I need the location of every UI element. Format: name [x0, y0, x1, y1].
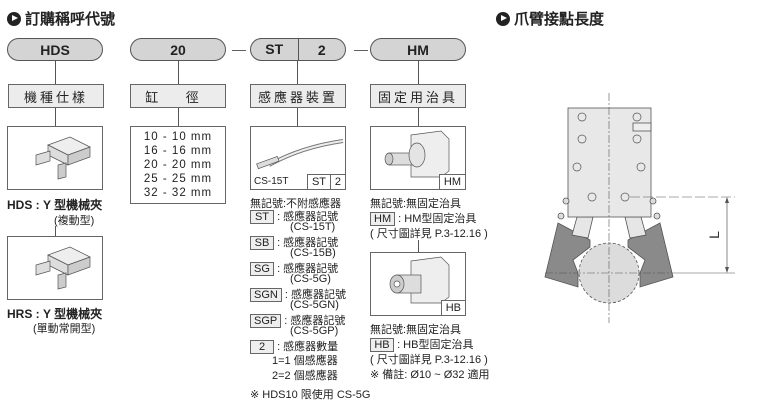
option-code: ST	[250, 210, 274, 224]
mounting-holes	[572, 112, 646, 202]
fixture-none: 無記號:無固定治具	[370, 198, 462, 210]
option-model: (CS-15T)	[290, 221, 336, 233]
bore-list: 10 - 10 mm 16 - 16 mm 20 - 20 mm 25 - 25…	[130, 126, 226, 204]
hrs-image	[7, 236, 103, 300]
model-sub: (複動型)	[54, 215, 95, 227]
qty-option: 2=2 個感應器	[272, 370, 338, 382]
hm-image: HM	[370, 126, 466, 190]
fixture-label: 固定用治具	[370, 84, 466, 108]
separator: —	[354, 41, 368, 57]
option-model: (CS-5G)	[290, 273, 331, 285]
hb-fixture-icon	[389, 256, 450, 304]
fixture-none: 無記號:無固定治具	[370, 324, 462, 336]
gripper-icon	[35, 246, 91, 290]
bore-pill: 20	[130, 38, 226, 61]
option-desc: : 感應器記號	[284, 315, 346, 327]
connector	[418, 240, 419, 252]
bore-option: 32 - 32 mm	[143, 187, 213, 199]
qty-option: 1=1 個感應器	[272, 355, 338, 367]
option-code: SGN	[250, 288, 282, 302]
option-desc: : 感應器記號	[277, 211, 339, 223]
option-model: (CS-5GP)	[290, 325, 339, 337]
connector	[297, 108, 298, 126]
sensor-note: ※ HDS10 限使用 CS-5G	[250, 389, 371, 401]
right-arm	[624, 216, 647, 239]
page-reference: ( 尺寸圖詳見 P.3-12.16 )	[370, 228, 488, 240]
connector	[178, 108, 179, 126]
model-sub: (單動常開型)	[33, 323, 96, 335]
option-desc: : 感應器記號	[284, 289, 347, 301]
sensor-qty-tag: 2	[329, 174, 345, 189]
qty-code: 2	[250, 340, 274, 354]
left-jaw	[544, 222, 591, 288]
right-jaw	[627, 222, 674, 288]
connector	[418, 61, 419, 84]
hb-image: HB	[370, 252, 466, 316]
hm-desc: : HM型固定治具	[398, 213, 477, 225]
left-arm	[571, 216, 594, 239]
hm-fixture-icon	[384, 130, 450, 178]
hds-image	[7, 126, 103, 190]
option-model: (CS-5GN)	[290, 299, 339, 311]
connector	[55, 108, 56, 126]
hds-desc: HDS : Y 型機械夾	[7, 196, 102, 213]
hb-tag: HB	[440, 300, 465, 315]
connector	[55, 61, 56, 84]
model-label: 機種仕樣	[8, 84, 104, 108]
sensor-qty: 2	[317, 41, 326, 58]
model-code: HRS :	[7, 307, 40, 321]
sensor-code: ST	[251, 39, 299, 60]
option-code: SG	[250, 262, 274, 276]
option-desc: : 感應器記號	[277, 237, 339, 249]
model-name: Y 型機械夾	[43, 198, 103, 212]
gripper-icon	[35, 136, 91, 180]
hb-code: HB	[370, 338, 394, 352]
page-reference: ( 尺寸圖詳見 P.3-12.16 )	[370, 354, 488, 366]
arrow-head-icon	[725, 267, 729, 273]
sensor-caption: CS-15T	[254, 176, 289, 187]
bore-option: 16 - 16 mm	[143, 145, 213, 157]
bore-option: 10 - 10 mm	[143, 131, 213, 143]
connector	[55, 226, 56, 236]
option-code: SGP	[250, 314, 282, 328]
fixture-pill: HM	[370, 38, 466, 61]
bore-option: 25 - 25 mm	[143, 173, 213, 185]
order-code-heading: 訂購稱呼代號	[7, 8, 115, 29]
sensor-tag: ST	[306, 174, 331, 189]
hb-desc: : HB型固定治具	[397, 339, 474, 351]
separator: —	[232, 41, 246, 57]
jaw-length-heading: 爪臂接點長度	[496, 8, 604, 29]
play-bullet-icon	[496, 11, 510, 26]
sensor-image: CS-15T ST 2	[250, 126, 346, 190]
sensor-options: ST : 感應器記號 (CS-15T) SB : 感應器記號 (CS-15B) …	[250, 208, 346, 382]
bore-option: 20 - 20 mm	[143, 159, 213, 171]
hm-code: HM	[370, 212, 396, 226]
hrs-desc: HRS : Y 型機械夾	[7, 305, 102, 322]
heading-text: 爪臂接點長度	[514, 11, 605, 28]
model-name: Y 型機械夾	[43, 307, 103, 321]
sensor-label: 感應器裝置	[250, 84, 346, 108]
fixture-note: ※ 備註: Ø10 ~ Ø32 適用	[370, 369, 490, 381]
option-desc: : 感應器記號	[277, 263, 339, 275]
model-code: HDS :	[7, 198, 40, 212]
bore-label: 缸 徑	[130, 84, 226, 108]
hm-tag: HM	[438, 174, 465, 189]
sensor-icon	[256, 139, 344, 170]
jaw-length-diagram: L	[544, 93, 735, 323]
model-pill: HDS	[7, 38, 103, 61]
connector	[418, 108, 419, 126]
sensor-pill: ST 2	[250, 38, 346, 61]
play-bullet-icon	[7, 11, 21, 26]
sensor-none: 無記號:不附感應器	[250, 198, 342, 210]
option-code: SB	[250, 236, 274, 250]
connector	[178, 61, 179, 84]
connector	[297, 61, 298, 84]
arrow-head-icon	[725, 197, 729, 203]
heading-text: 訂購稱呼代號	[25, 11, 116, 28]
dimension-label: L	[706, 231, 722, 239]
qty-desc: : 感應器數量	[277, 341, 339, 353]
option-model: (CS-15B)	[290, 247, 336, 259]
